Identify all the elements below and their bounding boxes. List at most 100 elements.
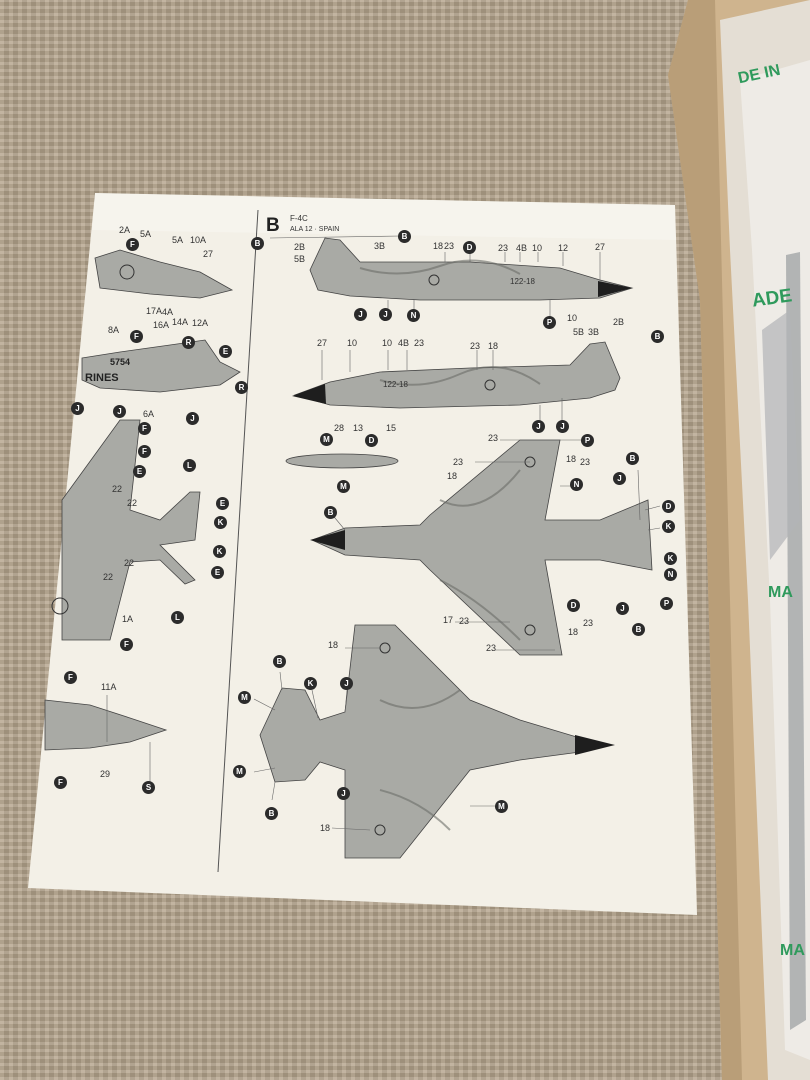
callout: 23 bbox=[453, 457, 464, 467]
badge: K bbox=[304, 677, 317, 690]
badge: E bbox=[133, 465, 146, 478]
callout: 10 bbox=[532, 243, 543, 253]
badge: M bbox=[495, 800, 508, 813]
badge: J bbox=[556, 420, 569, 433]
box-print-low: MA bbox=[768, 584, 793, 601]
box-print-bottom: MA bbox=[780, 942, 805, 959]
badge: M bbox=[337, 480, 350, 493]
callout: 18 bbox=[447, 471, 458, 481]
badge: P bbox=[581, 434, 594, 447]
callout: 5B bbox=[294, 254, 306, 264]
callout: 18 bbox=[328, 640, 339, 650]
badge: M bbox=[238, 691, 251, 704]
badge: B bbox=[626, 452, 639, 465]
badge: K bbox=[214, 516, 227, 529]
bottom-view bbox=[259, 624, 613, 859]
nose-cone-3 bbox=[310, 530, 345, 550]
badge: L bbox=[171, 611, 184, 624]
callout: 28 bbox=[334, 423, 345, 433]
callout: 17A bbox=[146, 306, 163, 316]
callout: 27 bbox=[317, 338, 328, 348]
callout: 3B bbox=[374, 241, 386, 251]
callout: 16A bbox=[153, 320, 170, 330]
callout: 27 bbox=[203, 249, 214, 259]
callout: 23 bbox=[486, 643, 497, 653]
callout: 5A bbox=[140, 229, 152, 239]
callout: 10A bbox=[190, 235, 207, 245]
side-view-top bbox=[309, 237, 634, 301]
callout: 15 bbox=[386, 423, 397, 433]
star-roundel-1 bbox=[119, 264, 135, 280]
badge: K bbox=[664, 552, 677, 565]
nose-cone-4 bbox=[575, 735, 615, 755]
badge: B bbox=[632, 623, 645, 636]
left-side-view-2 bbox=[81, 339, 241, 393]
callout: 4A bbox=[162, 307, 174, 317]
badge: M bbox=[320, 433, 333, 446]
left-top-view bbox=[61, 419, 201, 641]
badge: K bbox=[213, 545, 226, 558]
badge: F bbox=[138, 445, 151, 458]
badge: N bbox=[664, 568, 677, 581]
callout: 23 bbox=[459, 616, 470, 626]
badge: F bbox=[130, 330, 143, 343]
badge: J bbox=[337, 787, 350, 800]
callout: 1A bbox=[122, 614, 134, 624]
callout: 18 bbox=[320, 823, 331, 833]
badge: K bbox=[662, 520, 675, 533]
badge: E bbox=[216, 497, 229, 510]
callout: 6A bbox=[143, 409, 155, 419]
badge: E bbox=[211, 566, 224, 579]
top-view bbox=[310, 439, 653, 656]
badge: R bbox=[182, 336, 195, 349]
callout: 4B bbox=[516, 243, 528, 253]
callout: 29 bbox=[100, 769, 111, 779]
roundel-2 bbox=[484, 379, 496, 391]
callout: 12A bbox=[192, 318, 209, 328]
badge: D bbox=[365, 434, 378, 447]
fuselage-text: RINES bbox=[85, 372, 119, 384]
badge: B bbox=[251, 237, 264, 250]
callout: 10 bbox=[382, 338, 393, 348]
callout: 23 bbox=[414, 338, 425, 348]
badge: S bbox=[142, 781, 155, 794]
callout: 3B bbox=[588, 327, 600, 337]
callout: 22 bbox=[124, 558, 135, 568]
callout: 18 bbox=[566, 454, 577, 464]
callout: 17 bbox=[443, 615, 454, 625]
aircraft-designation: F-4C bbox=[290, 214, 308, 223]
badge: N bbox=[407, 309, 420, 322]
badge: J bbox=[186, 412, 199, 425]
badge: B bbox=[265, 807, 278, 820]
callout: 5B bbox=[573, 327, 585, 337]
panel-letter: B bbox=[266, 215, 280, 236]
badge: F bbox=[120, 638, 133, 651]
badge: J bbox=[613, 472, 626, 485]
callout: 2B bbox=[294, 242, 306, 252]
callout: 27 bbox=[595, 242, 606, 252]
badge: P bbox=[543, 316, 556, 329]
badge: J bbox=[113, 405, 126, 418]
roundel-4 bbox=[524, 624, 536, 636]
badge: P bbox=[660, 597, 673, 610]
badge: F bbox=[126, 238, 139, 251]
badge: J bbox=[379, 308, 392, 321]
callout: 23 bbox=[583, 618, 594, 628]
badge: F bbox=[64, 671, 77, 684]
left-side-view-1 bbox=[94, 249, 234, 299]
badge: J bbox=[340, 677, 353, 690]
callout: 18 bbox=[433, 241, 444, 251]
badge: J bbox=[71, 402, 84, 415]
callout: 11A bbox=[101, 682, 117, 692]
badge: B bbox=[273, 655, 286, 668]
badge: B bbox=[398, 230, 411, 243]
callout: 14A bbox=[172, 317, 189, 327]
badge: M bbox=[233, 765, 246, 778]
callout: 13 bbox=[353, 423, 364, 433]
badge: B bbox=[324, 506, 337, 519]
callout: 23 bbox=[470, 341, 481, 351]
callout: 12 bbox=[558, 243, 569, 253]
